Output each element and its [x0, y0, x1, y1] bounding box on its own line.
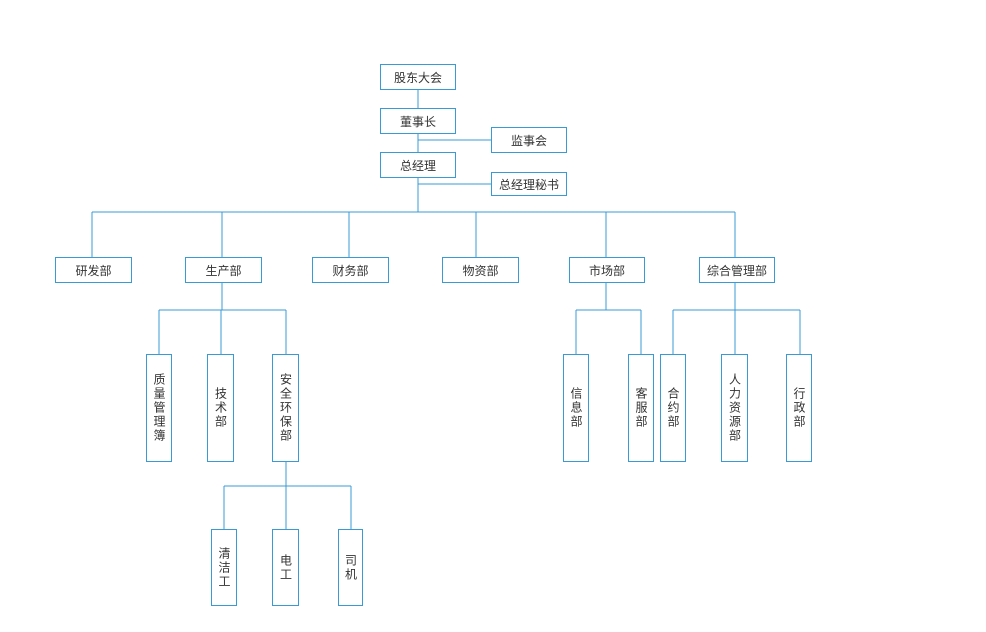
node-label: 清洁工 — [217, 546, 231, 589]
node-label: 市场部 — [588, 263, 625, 278]
node-production-dept: 生产部 — [185, 257, 262, 283]
node-label: 信息部 — [569, 387, 583, 429]
node-general-admin-dept: 综合管理部 — [699, 257, 775, 283]
node-supervisory-board: 监事会 — [491, 127, 567, 153]
node-contracts-dept: 合约部 — [660, 354, 686, 462]
node-label: 股东大会 — [393, 70, 442, 85]
node-shareholders-meeting: 股东大会 — [380, 64, 456, 90]
node-label: 安全环保部 — [278, 373, 293, 443]
node-hr-dept: 人力资源部 — [721, 354, 748, 462]
node-rnd-dept: 研发部 — [55, 257, 132, 283]
node-label: 合约部 — [666, 387, 680, 429]
node-label: 电工 — [278, 553, 293, 582]
node-label: 质量管理簿 — [152, 373, 166, 443]
node-label: 生产部 — [205, 263, 242, 278]
node-label: 客服部 — [634, 387, 648, 429]
node-general-manager: 总经理 — [380, 152, 456, 178]
node-driver: 司机 — [338, 529, 363, 606]
node-gm-secretary: 总经理秘书 — [491, 172, 567, 196]
node-electrician: 电工 — [272, 529, 299, 606]
node-label: 司机 — [343, 553, 358, 582]
node-label: 总经理秘书 — [498, 177, 559, 192]
node-marketing-dept: 市场部 — [569, 257, 645, 283]
node-label: 物资部 — [462, 263, 499, 278]
node-administration-dept: 行政部 — [786, 354, 812, 462]
node-customer-service-dept: 客服部 — [628, 354, 654, 462]
node-label: 技术部 — [213, 387, 228, 429]
node-label: 财务部 — [332, 263, 369, 278]
node-finance-dept: 财务部 — [312, 257, 389, 283]
node-information-dept: 信息部 — [563, 354, 589, 462]
node-safety-env-dept: 安全环保部 — [272, 354, 299, 462]
node-label: 总经理 — [399, 158, 436, 173]
node-label: 监事会 — [510, 133, 547, 148]
node-quality-management: 质量管理簿 — [146, 354, 172, 462]
node-cleaner: 清洁工 — [211, 529, 237, 606]
node-label: 董事长 — [399, 114, 436, 129]
node-chairman: 董事长 — [380, 108, 456, 134]
node-label: 行政部 — [792, 387, 806, 429]
node-materials-dept: 物资部 — [442, 257, 519, 283]
node-label: 研发部 — [75, 263, 112, 278]
node-label: 人力资源部 — [727, 373, 742, 443]
node-technology-dept: 技术部 — [207, 354, 234, 462]
node-label: 综合管理部 — [706, 263, 767, 278]
